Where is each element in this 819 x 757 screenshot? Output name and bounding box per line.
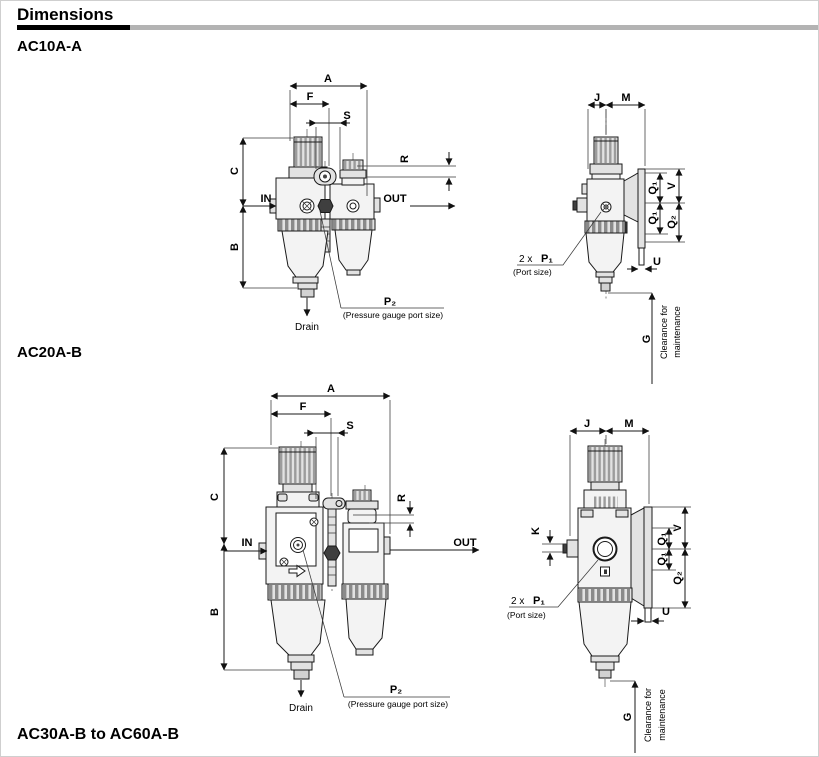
ac20a-front-p2-label: P₂ xyxy=(390,684,402,696)
ac20a-front-view-drawing: A F S C B IN OUT R P₂ (Pressure ga xyxy=(209,383,480,714)
ac10a-front-p2-label: P₂ xyxy=(384,296,396,308)
ac20a-side-dim-m-label: M xyxy=(624,418,633,430)
filter-bowl xyxy=(578,601,632,663)
regulator-knob xyxy=(276,446,320,508)
ac10a-side-view-drawing: J M Q₁ V Q₁ Q₂ U 2 x P₁ (Port size) G Cl… xyxy=(513,92,685,384)
ac20a-front-in-label: IN xyxy=(242,537,253,549)
ac20a-side-clearance-note-2: maintenance xyxy=(657,689,667,741)
ac20a-side-dim-v-label: V xyxy=(672,524,684,532)
pressure-gauge xyxy=(313,167,337,186)
bowl-collar xyxy=(584,220,626,234)
ac10a-side-dim-g-label: G xyxy=(641,335,653,344)
gauge-bracket xyxy=(322,497,346,587)
ac10a-side-dim-q1-upper-label: Q₁ xyxy=(647,181,659,195)
ac10a-front-p2-note: (Pressure gauge port size) xyxy=(343,310,443,320)
bowl-collar xyxy=(577,587,633,603)
regulator-knob xyxy=(589,136,623,180)
lubricator xyxy=(342,489,391,585)
title-rule-gray xyxy=(130,25,818,30)
ac10a-side-clearance-note-2: maintenance xyxy=(672,306,682,358)
ac10a-side-dim-m-label: M xyxy=(621,92,630,104)
mounting-bracket xyxy=(630,506,653,623)
ac20a-side-unit xyxy=(562,439,653,687)
ac20a-front-drain-label: Drain xyxy=(289,703,313,714)
ac10a-front-out-label: OUT xyxy=(383,193,407,205)
ac20a-side-dim-q2-label: Q₂ xyxy=(672,571,684,585)
ac10a-side-dim-u-label: U xyxy=(653,256,661,268)
ac10a-front-dim-b-label: B xyxy=(229,243,241,251)
ac20a-side-dim-g-label: G xyxy=(622,713,634,722)
ac20a-side-dim-q1-upper-label: Q₁ xyxy=(656,532,668,546)
ac10a-front-view-drawing: A F S C B IN OUT R P₂ (Pressure ga xyxy=(229,73,456,333)
ac10a-side-p1-note: (Port size) xyxy=(513,267,552,277)
ac10a-side-dim-v-label: V xyxy=(666,182,678,190)
ac20a-front-unit xyxy=(258,441,391,680)
ac20a-side-p1-note: (Port size) xyxy=(507,610,546,620)
ac20a-side-view-drawing: J M K Q₁ V Q₁ Q₂ U 2 x P₁ (Port size) G xyxy=(507,418,691,753)
ac10a-side-p1-label: P₁ xyxy=(541,253,553,265)
ac10a-front-dim-f-label: F xyxy=(307,91,314,103)
ac10a-side-dim-q2-label: Q₂ xyxy=(666,215,678,229)
ac10a-front-dim-c-label: C xyxy=(229,167,241,175)
section-heading-ac30a-ac60a: AC30A-B to AC60A-B xyxy=(17,726,180,743)
drain-cock xyxy=(595,661,615,679)
section-heading-ac10a: AC10A-A xyxy=(17,38,83,55)
ac20a-front-dim-a-label: A xyxy=(327,383,335,395)
regulator-knob xyxy=(583,445,627,509)
ac10a-front-dim-s-label: S xyxy=(343,110,350,122)
filter-bowl xyxy=(270,599,326,663)
ac10a-side-dim-q1-lower-label: Q₁ xyxy=(647,211,659,225)
ac20a-side-dim-q1-lower-label: Q₁ xyxy=(656,552,668,566)
ac20a-side-dimensions: J M K Q₁ V Q₁ Q₂ U 2 x P₁ (Port size) G xyxy=(507,418,691,753)
ac10a-side-clearance-note-1: Clearance for xyxy=(659,305,669,359)
ac20a-side-dim-j-label: J xyxy=(584,418,590,430)
ac20a-side-clearance-note-1: Clearance for xyxy=(643,688,653,742)
ac10a-side-p1-qty: 2 x xyxy=(519,254,532,265)
lubricator-bowl xyxy=(345,598,387,656)
port-opening xyxy=(592,536,618,562)
regulator-knob xyxy=(288,136,328,179)
title-rule-black xyxy=(17,25,130,30)
ac10a-front-unit xyxy=(269,129,381,299)
ac20a-front-dim-c-label: C xyxy=(209,493,221,501)
ac20a-front-dim-r-label: R xyxy=(396,494,408,502)
section-heading-ac20a: AC20A-B xyxy=(17,344,83,361)
ac20a-front-dimensions: A F S C B IN OUT R P₂ (Pressure ga xyxy=(209,383,480,714)
ac10a-front-dimensions: A F S C B IN OUT R P₂ (Pressure ga xyxy=(229,73,456,333)
mounting-bracket xyxy=(623,168,646,266)
ac20a-front-dim-s-label: S xyxy=(346,420,353,432)
pressure-gauge-port xyxy=(290,537,306,553)
bowl-collars xyxy=(267,583,389,601)
ac10a-side-dim-j-label: J xyxy=(594,92,600,104)
ac10a-side-unit xyxy=(572,109,646,301)
page-title: Dimensions xyxy=(17,5,114,24)
ac10a-front-in-label: IN xyxy=(261,193,272,205)
lubricator-bowl xyxy=(334,229,373,276)
ac10a-front-dim-a-label: A xyxy=(324,73,332,85)
ac20a-side-p1-label: P₁ xyxy=(533,595,545,607)
drain-cock xyxy=(598,276,613,292)
ac20a-front-p2-note: (Pressure gauge port size) xyxy=(348,699,448,709)
flow-direction-arrow xyxy=(288,564,306,578)
ac10a-side-dimensions: J M Q₁ V Q₁ Q₂ U 2 x P₁ (Port size) G Cl… xyxy=(513,92,685,384)
ac20a-front-dim-b-label: B xyxy=(209,608,221,616)
ac20a-side-dim-u-label: U xyxy=(662,606,670,618)
drain-cock xyxy=(290,661,313,680)
ac20a-side-dim-k-label: K xyxy=(530,527,542,535)
ac10a-front-drain-label: Drain xyxy=(295,322,319,333)
filter-bowl xyxy=(281,230,329,284)
filter-bowl xyxy=(585,232,625,278)
drain-cock xyxy=(297,282,318,298)
ac10a-front-dim-r-label: R xyxy=(399,155,411,163)
lubricator-cap xyxy=(339,159,367,186)
ac20a-side-p1-qty: 2 x xyxy=(511,596,524,607)
ac20a-front-out-label: OUT xyxy=(453,537,477,549)
ac20a-front-dim-f-label: F xyxy=(300,401,307,413)
